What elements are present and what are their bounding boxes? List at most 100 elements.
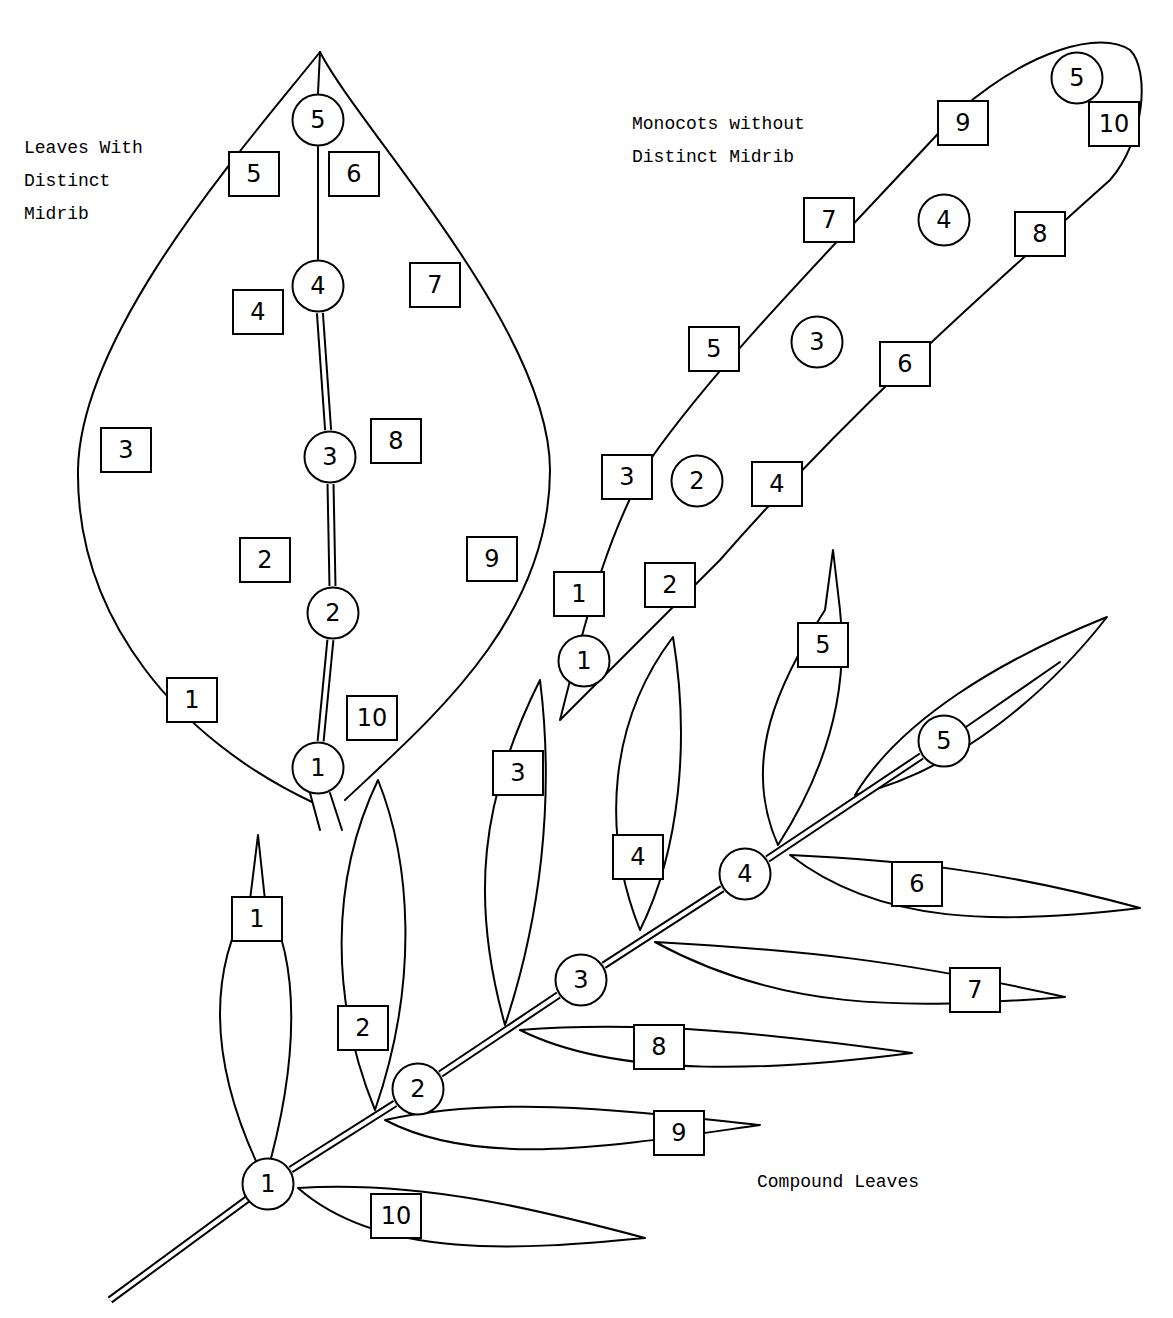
midrib-segment	[291, 1103, 395, 1169]
leaflet-outline	[790, 855, 1140, 917]
number-box: 7	[409, 262, 461, 308]
leaf-outline	[560, 43, 1142, 721]
callout-number: 5	[310, 107, 325, 133]
callout-number: 1	[249, 906, 264, 932]
number-box: 2	[239, 537, 291, 583]
callout-number: 9	[484, 546, 499, 572]
number-circle: 5	[291, 93, 345, 147]
callout-number: 1	[260, 1171, 275, 1197]
leaflet-outline	[298, 1187, 645, 1247]
number-box: 5	[228, 151, 280, 197]
callout-number: 4	[630, 844, 645, 870]
number-box: 7	[803, 197, 855, 243]
number-circle: 2	[306, 586, 360, 640]
midrib-segment	[767, 756, 921, 859]
callout-number: 7	[967, 977, 982, 1003]
callout-number: 7	[821, 207, 836, 233]
number-circle: 4	[291, 259, 345, 313]
callout-number: 5	[936, 728, 951, 754]
number-circle: 1	[241, 1157, 295, 1211]
callout-number: 5	[815, 632, 830, 658]
number-box: 1	[231, 896, 283, 942]
leaflet-outline	[485, 680, 546, 1025]
petiole	[330, 793, 342, 830]
number-circle: 2	[670, 454, 724, 508]
callout-number: 2	[257, 547, 272, 573]
callout-number: 2	[662, 572, 677, 598]
number-box: 9	[466, 536, 518, 582]
midrib-segment	[440, 995, 558, 1074]
callout-number: 3	[809, 329, 824, 355]
callout-number: 4	[737, 861, 752, 887]
callout-number: 1	[310, 755, 325, 781]
number-box: 4	[232, 289, 284, 335]
callout-number: 7	[427, 272, 442, 298]
number-box: 3	[492, 750, 544, 796]
midrib-segment	[320, 313, 328, 430]
leaflet-outline	[855, 617, 1107, 795]
callout-number: 8	[651, 1034, 666, 1060]
callout-number: 3	[510, 760, 525, 786]
number-box: 3	[100, 427, 152, 473]
number-box: 8	[370, 418, 422, 464]
callout-number: 10	[357, 705, 388, 731]
callout-number: 9	[955, 110, 970, 136]
number-circle: 4	[917, 193, 971, 247]
midrib-segment	[318, 147, 319, 259]
callout-number: 3	[619, 464, 634, 490]
number-circle: 5	[1050, 51, 1104, 105]
number-box: 10	[346, 695, 398, 741]
callout-number: 3	[322, 444, 337, 470]
number-circle: 1	[557, 634, 611, 688]
number-box: 2	[644, 562, 696, 608]
number-circle: 2	[391, 1062, 445, 1116]
rachis	[110, 1184, 268, 1300]
number-circle: 3	[790, 315, 844, 369]
section-heading: Compound Leaves	[757, 1166, 919, 1199]
callout-number: 2	[689, 468, 704, 494]
number-circle: 3	[303, 430, 357, 484]
number-box: 3	[601, 454, 653, 500]
callout-number: 4	[250, 299, 265, 325]
section-heading: Monocots without Distinct Midrib	[632, 108, 832, 174]
callout-number: 9	[671, 1120, 686, 1146]
leaflet-outline	[616, 637, 681, 930]
number-box: 5	[797, 622, 849, 668]
callout-number: 3	[118, 437, 133, 463]
number-box: 1	[553, 571, 605, 617]
leaflet-outline	[655, 942, 1065, 1004]
leaflet-outline	[520, 1027, 912, 1067]
callout-number: 2	[355, 1015, 370, 1041]
callout-number: 1	[184, 687, 199, 713]
petiole	[310, 793, 320, 830]
number-box: 8	[633, 1024, 685, 1070]
callout-number: 4	[936, 207, 951, 233]
callout-number: 10	[381, 1203, 412, 1229]
number-box: 6	[879, 341, 931, 387]
leaflet-midrib	[966, 662, 1060, 727]
midrib-segment	[331, 484, 333, 586]
callout-number: 1	[571, 581, 586, 607]
callout-number: 8	[388, 428, 403, 454]
number-box: 7	[949, 967, 1001, 1013]
number-box: 2	[337, 1005, 389, 1051]
callout-number: 10	[1099, 111, 1130, 137]
callout-number: 3	[573, 967, 588, 993]
midrib-tip	[318, 52, 320, 93]
callout-number: 8	[1032, 221, 1047, 247]
midrib-segment	[321, 640, 331, 741]
section-heading: Leaves With Distinct Midrib	[24, 132, 154, 231]
number-box: 10	[1088, 101, 1140, 147]
number-box: 4	[751, 461, 803, 507]
number-circle: 5	[917, 714, 971, 768]
midrib-segment	[604, 889, 723, 966]
callout-number: 1	[576, 648, 591, 674]
callout-number: 6	[897, 351, 912, 377]
callout-number: 6	[909, 871, 924, 897]
number-box: 10	[370, 1193, 422, 1239]
callout-number: 6	[346, 161, 361, 187]
leaf-outline	[320, 52, 550, 800]
number-box: 5	[688, 326, 740, 372]
callout-number: 5	[1069, 65, 1084, 91]
number-box: 6	[891, 861, 943, 907]
